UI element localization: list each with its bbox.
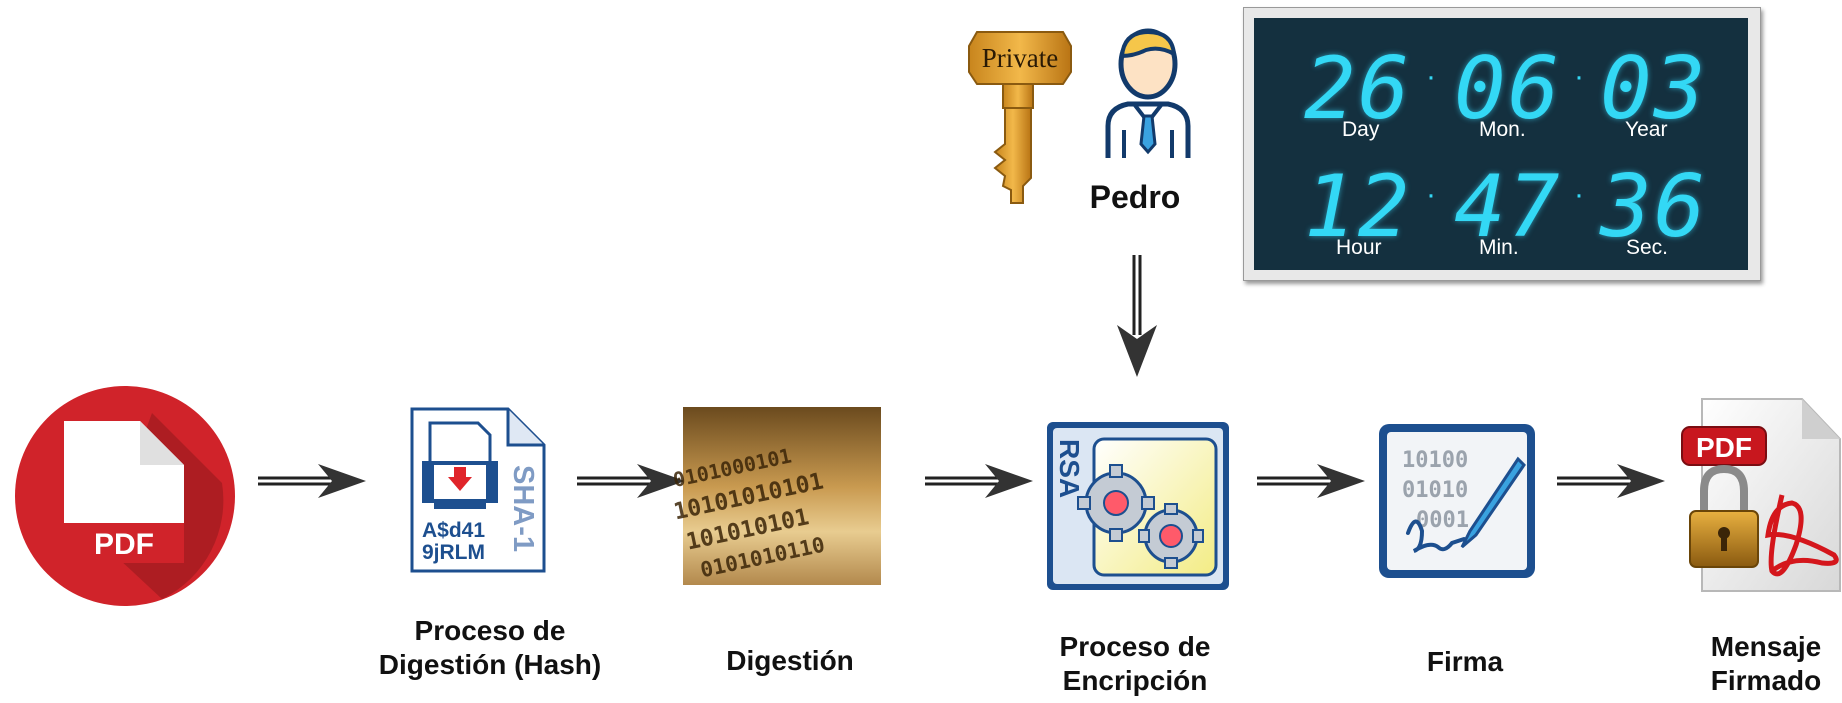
clock-separator: · — [1574, 60, 1584, 93]
step-signed-line2: Firmado — [1710, 664, 1822, 696]
clock-day: 26 — [1304, 39, 1412, 139]
private-key-label: Private — [982, 43, 1058, 73]
pdf-document-icon: PDF — [15, 386, 235, 606]
step-signature-label: Firma — [1426, 646, 1504, 677]
clock-month: 06 — [1454, 39, 1562, 139]
clock-minute: 47 — [1454, 157, 1562, 257]
step-signed-label: Mensaje Firmado — [1690, 630, 1842, 697]
step-signed-line1: Mensaje — [1710, 631, 1822, 662]
signed-pdf-icon: PDF — [1681, 398, 1841, 592]
step-hash-line1: Proceso de — [414, 615, 566, 646]
clock-minute-label: Min. — [1479, 236, 1519, 259]
private-key-icon: Private — [968, 31, 1072, 204]
clock-separator: · — [1426, 60, 1436, 93]
clock-second-label: Sec. — [1626, 236, 1669, 259]
step-hash-label: Proceso de Digestión (Hash) — [340, 614, 640, 681]
step-encrypt-line1: Proceso de — [1059, 631, 1211, 662]
right-arrow-icon — [258, 464, 366, 498]
sha1-code-line1: A$d41 — [422, 519, 485, 542]
clock-separator: · — [1426, 178, 1436, 211]
clock-day-label: Day — [1342, 118, 1380, 141]
step-encrypt-label: Proceso de Encripción — [1010, 630, 1260, 697]
user-name: Pedro — [1089, 179, 1181, 215]
clock-second: 36 — [1600, 157, 1708, 257]
clock-separator: · — [1574, 178, 1584, 211]
sha1-name: SHA-1 — [507, 465, 539, 552]
clock-month-label: Mon. — [1479, 118, 1526, 141]
step-encrypt-line2: Encripción — [1062, 664, 1208, 696]
down-arrow-icon — [1117, 255, 1157, 377]
sha1-code-line2: 9jRLM — [422, 541, 485, 564]
rsa-label: RSA — [1054, 439, 1085, 498]
digital-signature-icon: 10100 01010 0001 — [1379, 424, 1535, 578]
right-arrow-icon — [925, 464, 1033, 498]
right-arrow-icon — [1257, 464, 1365, 498]
signed-pdf-label: PDF — [1696, 432, 1752, 463]
right-arrow-icon — [577, 464, 685, 498]
signature-bits-row: 0001 — [1416, 508, 1469, 533]
person-icon — [1105, 28, 1191, 158]
digital-clock: 26 · 06 · 03 Day Mon. Year 12 · 47 · 36 … — [1243, 7, 1761, 281]
clock-hour: 12 — [1304, 157, 1412, 257]
clock-hour-label: Hour — [1336, 236, 1382, 259]
clock-year-label: Year — [1625, 118, 1668, 141]
step-hash-line2: Digestión (Hash) — [378, 648, 602, 680]
pdf-label: PDF — [94, 528, 154, 561]
right-arrow-icon — [1557, 464, 1665, 498]
step-digest-label: Digestión — [726, 645, 854, 676]
signature-bits-row: 01010 — [1402, 478, 1468, 503]
signature-bits-row: 10100 — [1402, 448, 1468, 473]
clock-year: 03 — [1600, 39, 1708, 139]
sha1-hash-icon: SHA-1 A$d41 9jRLM — [410, 407, 546, 573]
rsa-encryption-icon: RSA — [1047, 422, 1229, 590]
binary-digest-image: 0101000101 10101010101 101010101 0101010… — [671, 407, 881, 585]
